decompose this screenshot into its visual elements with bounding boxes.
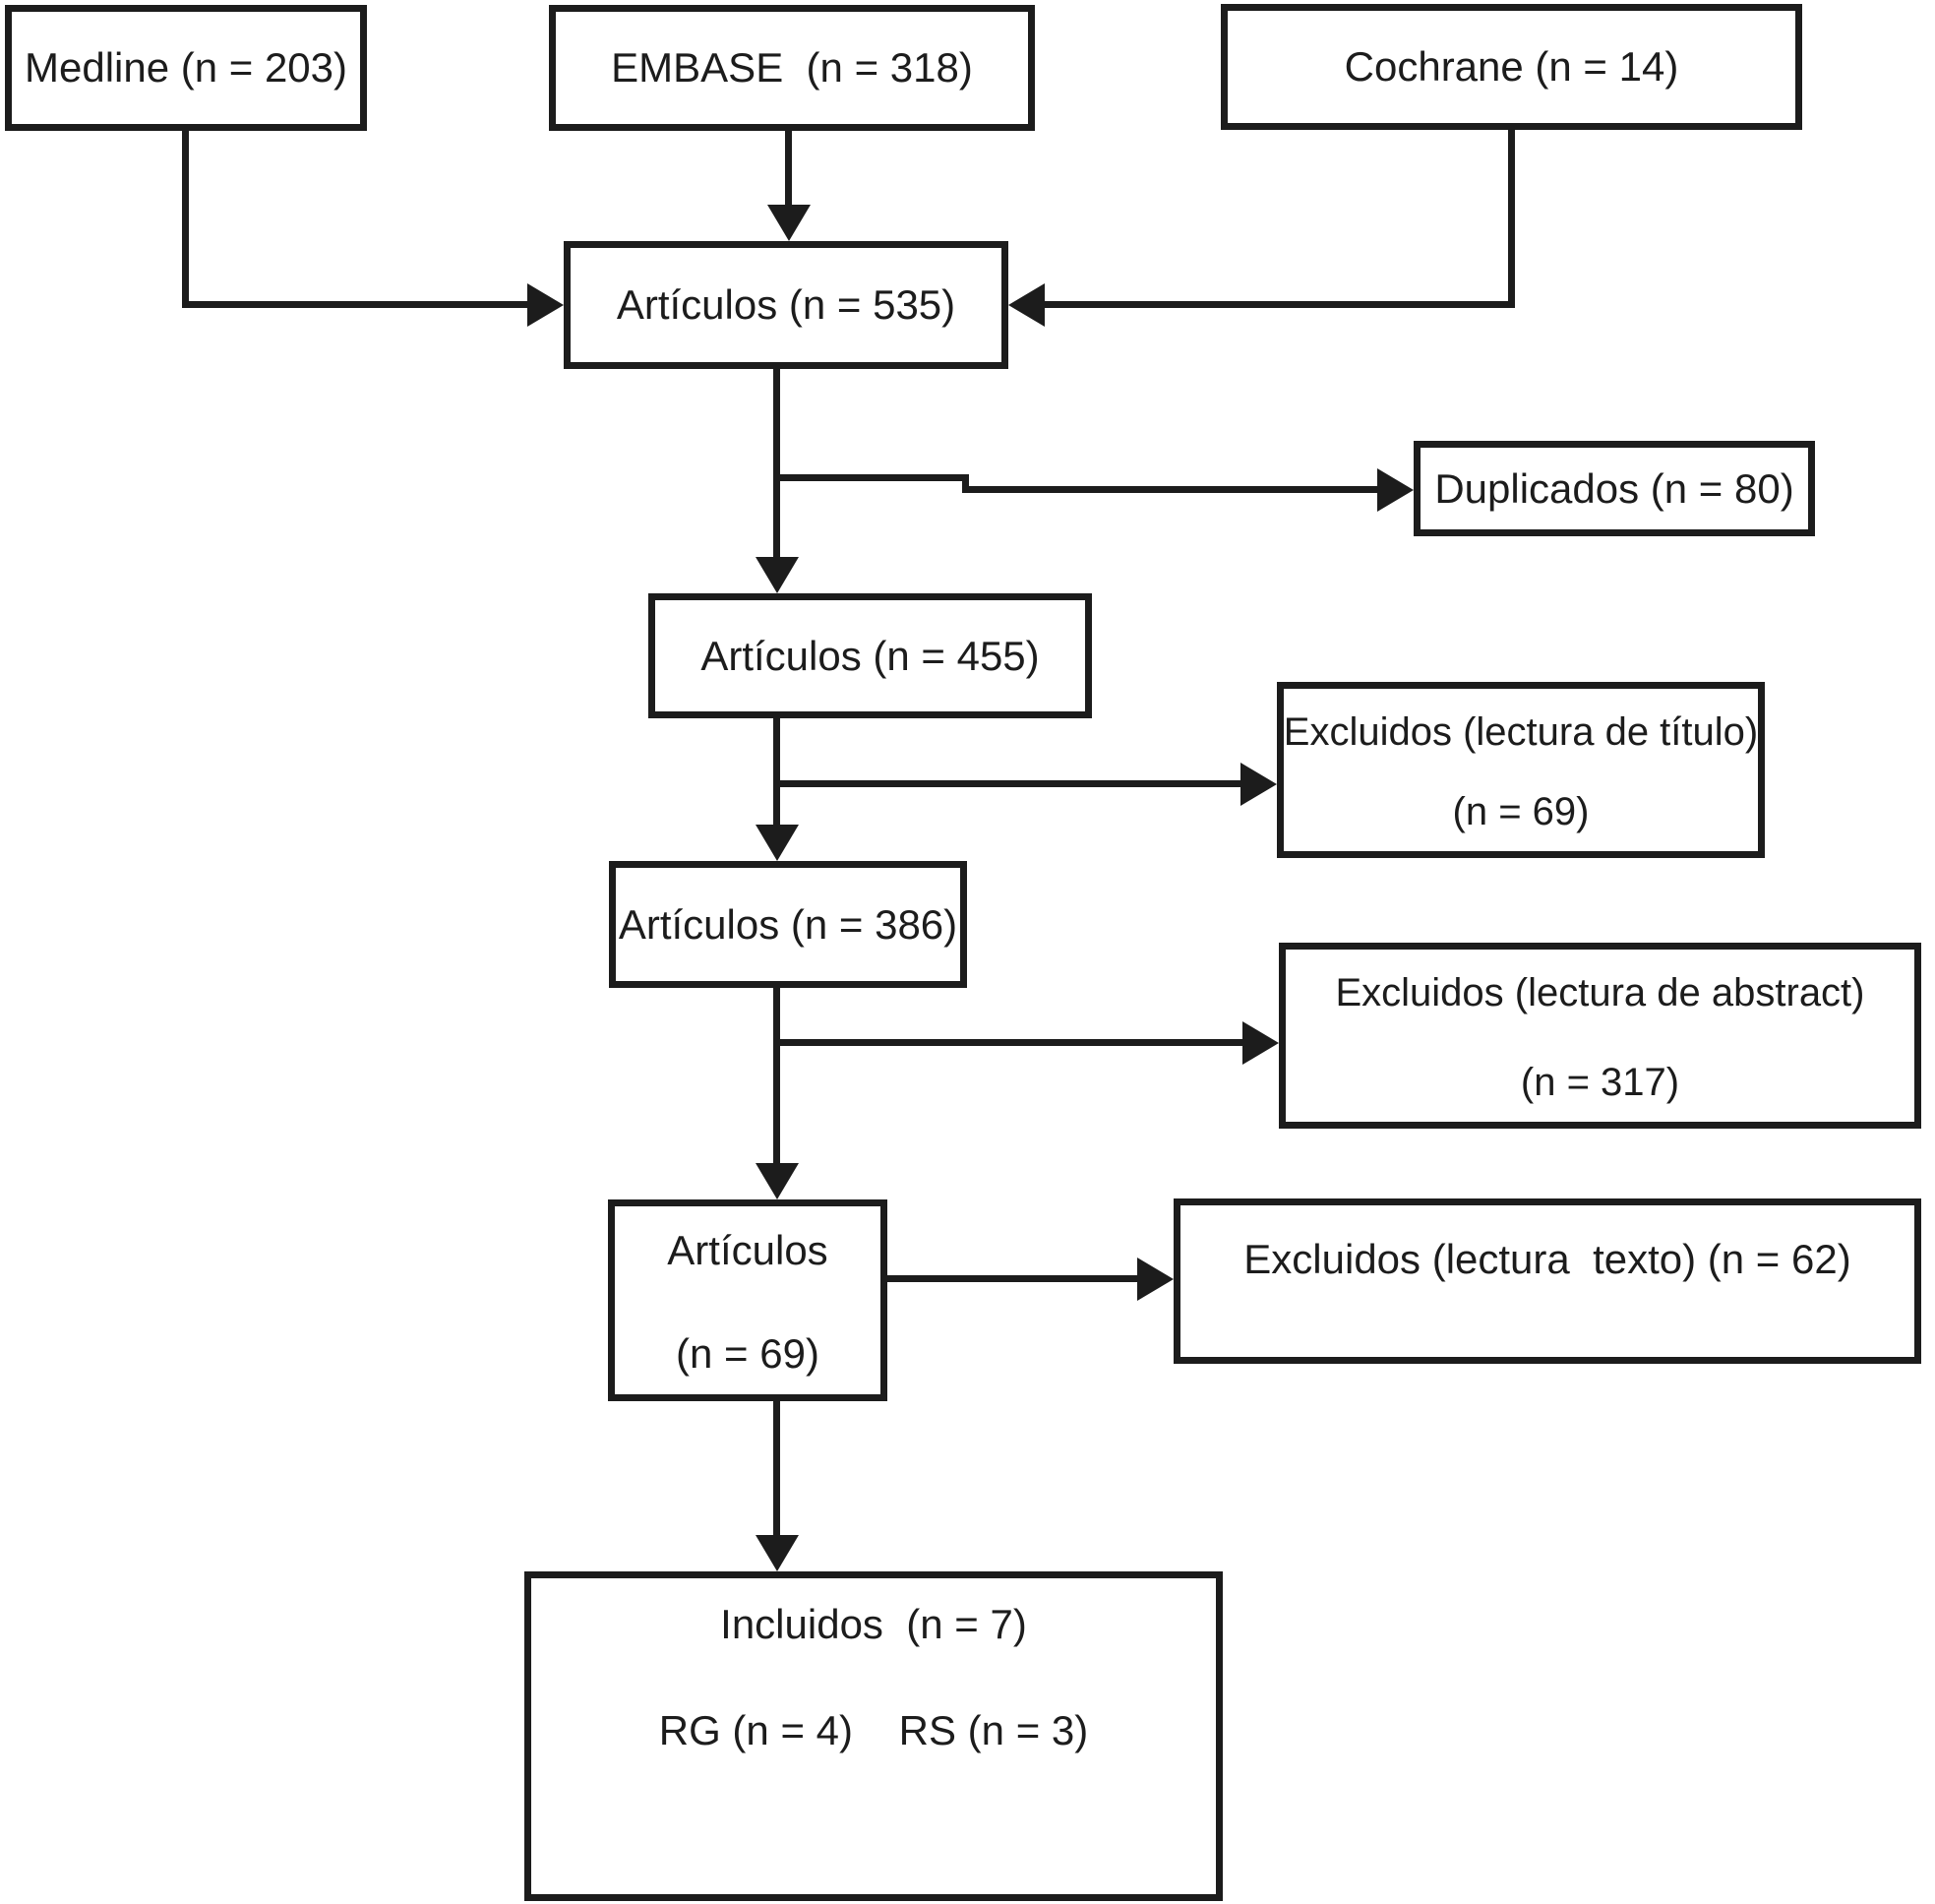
connector-69-to-incluidos-vertical — [773, 1401, 780, 1535]
cochrane-label: Cochrane (n = 14) — [1344, 43, 1679, 90]
arrowhead-into-incluidos — [756, 1535, 799, 1571]
incluidos-line2: RG (n = 4) RS (n = 3) — [658, 1707, 1089, 1753]
arrowhead-cochrane-to-535 — [1008, 283, 1045, 327]
connector-embase-vertical — [785, 131, 792, 205]
articulos-535-label: Artículos (n = 535) — [616, 281, 956, 328]
box-incluidos: Incluidos (n = 7) RG (n = 4) RS (n = 3) — [524, 1571, 1223, 1901]
box-excluidos-abstract: Excluidos (lectura de abstract) (n = 317… — [1279, 943, 1921, 1129]
excluidos-abstract-line1: Excluidos (lectura de abstract) — [1335, 971, 1865, 1014]
connector-cochrane-vertical — [1508, 130, 1515, 308]
arrowhead-into-duplicados — [1377, 468, 1414, 512]
duplicados-label: Duplicados (n = 80) — [1434, 464, 1794, 512]
box-articulos-69: Artículos (n = 69) — [608, 1199, 887, 1401]
arrowhead-into-69 — [756, 1163, 799, 1199]
connector-excluidos-abstract-horizontal — [773, 1039, 1242, 1046]
box-embase: EMBASE (n = 318) — [549, 5, 1035, 131]
excluidos-titulo-line1: Excluidos (lectura de título) — [1283, 710, 1759, 754]
arrowhead-embase-to-535 — [767, 205, 811, 241]
connector-excluidos-titulo-horizontal — [773, 780, 1240, 787]
arrowhead-into-excluidos-texto — [1137, 1258, 1174, 1301]
box-articulos-386: Artículos (n = 386) — [609, 861, 967, 988]
connector-medline-vertical — [182, 131, 189, 308]
arrowhead-into-455 — [756, 557, 799, 593]
box-medline: Medline (n = 203) — [5, 5, 367, 131]
connector-535-to-455-vertical — [773, 369, 780, 557]
articulos-69-line1: Artículos — [667, 1227, 828, 1273]
connector-386-to-69-vertical — [773, 988, 780, 1163]
arrowhead-into-386 — [756, 825, 799, 861]
box-articulos-455: Artículos (n = 455) — [648, 593, 1092, 718]
box-duplicados: Duplicados (n = 80) — [1414, 441, 1815, 536]
connector-duplicados-horizontal-2 — [962, 486, 1377, 493]
embase-label: EMBASE (n = 318) — [611, 44, 973, 91]
connector-duplicados-horizontal-1 — [773, 474, 969, 481]
connector-duplicados-step — [962, 474, 969, 493]
articulos-69-line2: (n = 69) — [676, 1330, 819, 1377]
articulos-386-label: Artículos (n = 386) — [618, 900, 958, 948]
box-excluidos-titulo: Excluidos (lectura de título) (n = 69) — [1277, 682, 1765, 858]
connector-excluidos-texto-horizontal — [887, 1275, 1137, 1282]
excluidos-abstract-line2: (n = 317) — [1520, 1061, 1680, 1104]
articulos-455-label: Artículos (n = 455) — [700, 632, 1040, 679]
box-cochrane: Cochrane (n = 14) — [1221, 4, 1802, 130]
arrowhead-into-excluidos-titulo — [1240, 763, 1277, 806]
connector-medline-horizontal — [182, 301, 527, 308]
medline-label: Medline (n = 203) — [24, 44, 348, 91]
excluidos-titulo-line2: (n = 69) — [1452, 790, 1590, 833]
excluidos-texto-label: Excluidos (lectura texto) (n = 62) — [1243, 1236, 1851, 1282]
connector-cochrane-horizontal — [1045, 301, 1515, 308]
connector-455-to-386-vertical — [773, 718, 780, 825]
arrowhead-medline-to-535 — [527, 283, 564, 327]
arrowhead-into-excluidos-abstract — [1242, 1021, 1279, 1065]
incluidos-line1: Incluidos (n = 7) — [720, 1601, 1027, 1647]
box-articulos-535: Artículos (n = 535) — [564, 241, 1008, 369]
box-excluidos-texto: Excluidos (lectura texto) (n = 62) — [1174, 1198, 1921, 1364]
